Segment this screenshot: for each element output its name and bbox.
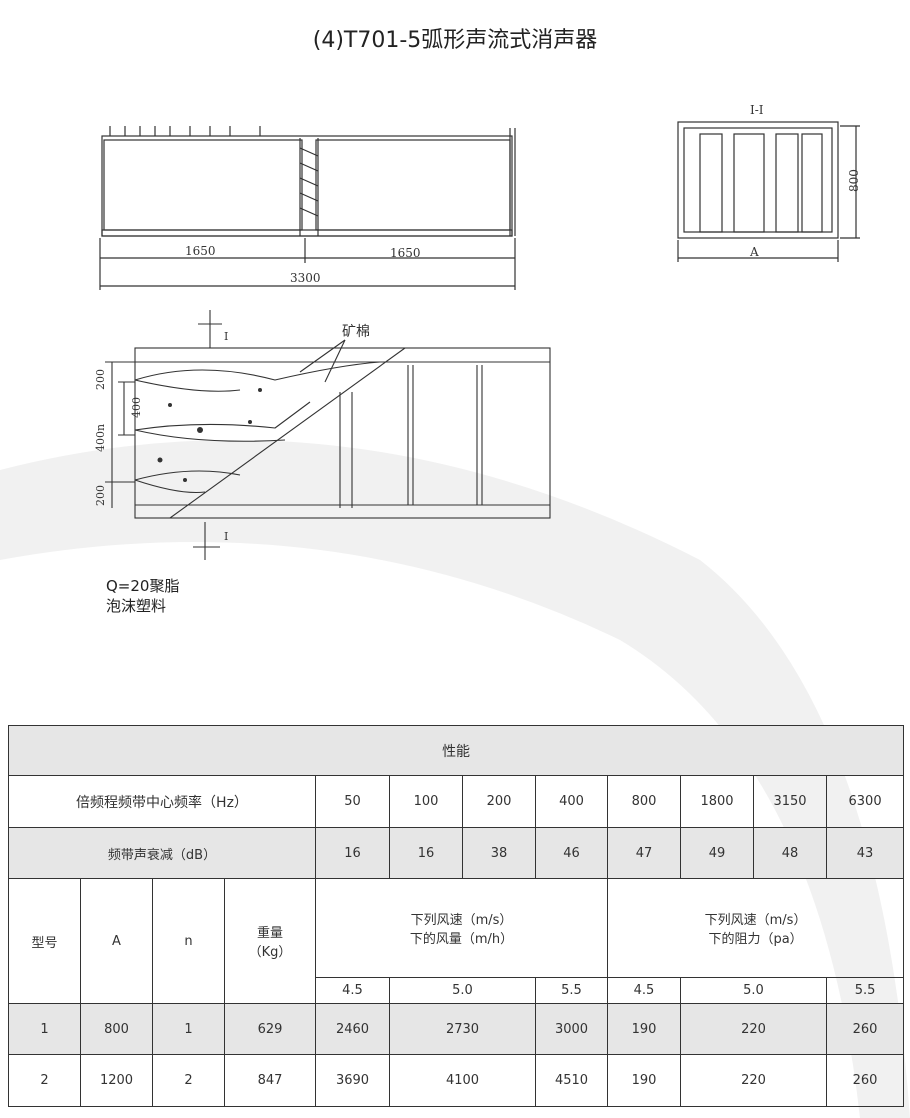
page-title: (4)T701-5弧形声流式消声器	[312, 28, 598, 53]
note-line-1: Q=20聚脂	[106, 577, 180, 595]
col-weight-line1: 重量	[256, 926, 283, 941]
side-view-drawing: 1650 1650 3300	[99, 126, 516, 290]
speed-row: 4.5 5.0 5.5 4.5 5.0 5.5	[9, 977, 905, 1004]
cell-flow: 4510	[535, 1054, 608, 1107]
cell-flow: 2460	[315, 1003, 390, 1055]
note-line-2: 泡沫塑料	[106, 597, 167, 615]
cell-n: 2	[152, 1054, 225, 1107]
section-width: A	[749, 245, 759, 259]
section-label: I-I	[750, 103, 764, 117]
cell-weight: 847	[224, 1054, 316, 1107]
table-header: 性能	[7, 725, 905, 776]
speed-cell: 5.5	[825, 977, 905, 1004]
plan-view-drawing: 矿棉 I I 200 400 400n 200	[94, 310, 551, 560]
section-mark-top: I	[224, 330, 228, 343]
dim-total: 3300	[290, 271, 321, 285]
material-note: Q=20聚脂 泡沫塑料	[106, 576, 179, 616]
atten-cell: 46	[535, 827, 608, 879]
col-model: 型号	[8, 878, 81, 1004]
col-a: A	[80, 878, 153, 1004]
dim-200-top: 200	[94, 369, 107, 390]
cell-model: 1	[8, 1003, 81, 1055]
cell-weight: 629	[224, 1003, 316, 1055]
cell-flow: 3000	[535, 1003, 608, 1055]
atten-cell: 49	[680, 827, 754, 879]
section-height: 800	[847, 169, 861, 192]
freq-cell: 200	[462, 775, 536, 828]
dim-left: 1650	[185, 244, 216, 258]
airflow-line2: 下的风量（m/h）	[409, 932, 514, 947]
atten-cell: 16	[389, 827, 463, 879]
airflow-line1: 下列风速（m/s）	[410, 913, 513, 928]
freq-cell: 400	[535, 775, 608, 828]
cell-model: 2	[8, 1054, 81, 1107]
cell-resist: 260	[825, 1054, 905, 1107]
speed-cell: 4.5	[315, 977, 390, 1004]
dim-400: 400	[130, 397, 143, 418]
dim-right: 1650	[390, 246, 421, 260]
freq-cell: 1800	[680, 775, 754, 828]
atten-label: 频带声衰减（dB）	[8, 827, 316, 879]
cell-flow: 4100	[389, 1054, 536, 1107]
cell-resist: 220	[680, 1054, 827, 1107]
freq-cell: 50	[315, 775, 390, 828]
col-weight: 重量 （Kg）	[224, 878, 316, 1004]
cell-resist: 220	[680, 1003, 827, 1055]
col-resistance: 下列风速（m/s） 下的阻力（pa）	[606, 878, 905, 978]
atten-cell: 47	[607, 827, 681, 879]
freq-cell: 6300	[825, 775, 905, 828]
resist-line2: 下的阻力（pa）	[708, 932, 803, 947]
dim-200-bottom: 200	[94, 485, 107, 506]
freq-cell: 100	[389, 775, 463, 828]
freq-cell: 3150	[753, 775, 827, 828]
section-view-drawing: I-I A 800	[677, 103, 861, 262]
cell-resist: 260	[825, 1003, 905, 1055]
col-airflow: 下列风速（m/s） 下的风量（m/h）	[315, 878, 608, 978]
speed-cell: 5.0	[680, 977, 827, 1004]
col-weight-line2: （Kg）	[248, 945, 292, 960]
speed-cell: 5.5	[535, 977, 608, 1004]
material-label: 矿棉	[342, 323, 370, 340]
cell-a: 800	[80, 1003, 153, 1055]
speed-cell: 5.0	[389, 977, 536, 1004]
dim-400n: 400n	[94, 424, 107, 452]
section-mark-bottom: I	[224, 530, 228, 543]
cell-n: 1	[152, 1003, 225, 1055]
col-n: n	[152, 878, 225, 1004]
freq-label: 倍频程频带中心频率（Hz）	[8, 775, 316, 828]
atten-cell: 48	[753, 827, 827, 879]
cell-resist: 190	[607, 1054, 681, 1107]
atten-cell: 16	[315, 827, 390, 879]
speed-cell: 4.5	[607, 977, 681, 1004]
cell-resist: 190	[607, 1003, 681, 1055]
atten-cell: 43	[825, 827, 905, 879]
resist-line1: 下列风速（m/s）	[704, 913, 807, 928]
cell-flow: 3690	[315, 1054, 390, 1107]
cell-a: 1200	[80, 1054, 153, 1107]
freq-cell: 800	[607, 775, 681, 828]
atten-cell: 38	[462, 827, 536, 879]
cell-flow: 2730	[389, 1003, 536, 1055]
